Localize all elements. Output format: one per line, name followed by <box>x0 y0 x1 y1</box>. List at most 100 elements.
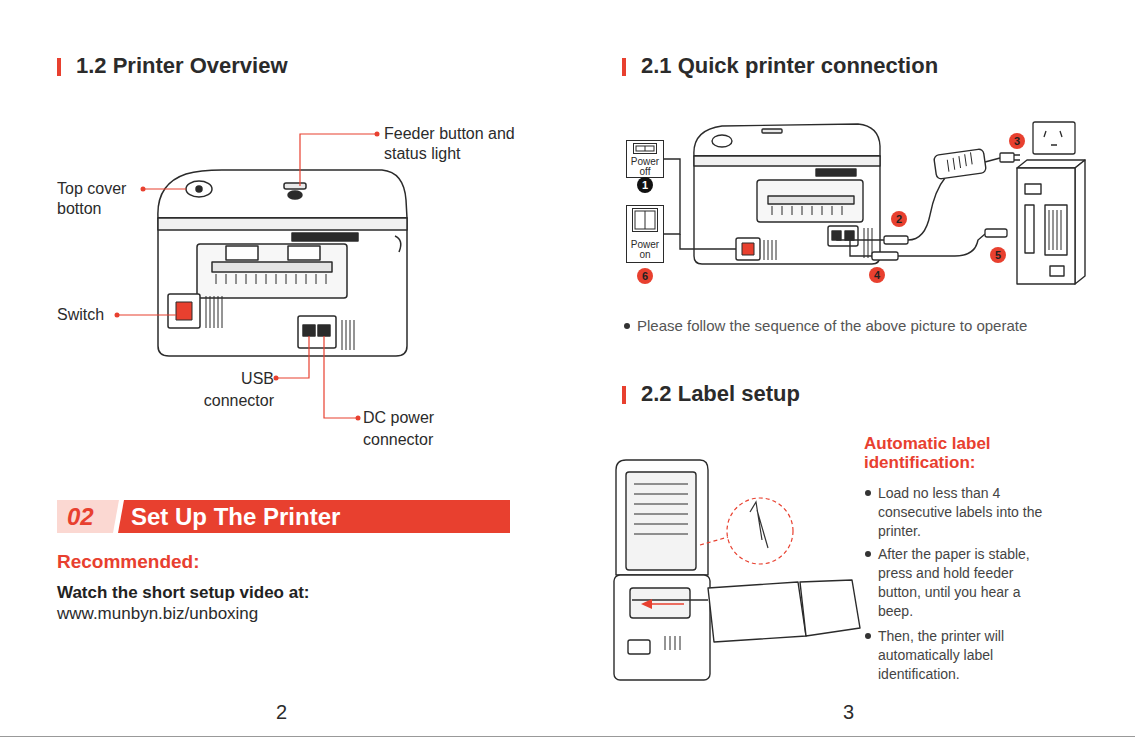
cable <box>680 234 736 249</box>
bullet-text: Load no less than 4 consecutive labels i… <box>878 484 1058 541</box>
computer-tower <box>1045 205 1067 255</box>
computer-tower <box>1017 160 1085 284</box>
detail-callout <box>700 537 728 545</box>
wall-outlet <box>1044 131 1062 145</box>
bullet-dot <box>865 490 871 496</box>
leader-line <box>143 188 186 189</box>
printer-illustration <box>216 274 326 284</box>
printer-illustration <box>342 320 354 350</box>
printer-illustration <box>288 191 302 199</box>
detail-callout <box>700 498 793 564</box>
leader-dot <box>356 416 361 421</box>
printer-illustration <box>626 472 696 570</box>
body-text: Watch the short setup video at: <box>57 582 310 603</box>
computer-tower <box>1025 205 1034 253</box>
printer-illustration <box>736 238 760 260</box>
callout-number: 6 <box>637 268 653 284</box>
printer-illustration <box>694 156 880 166</box>
computer-tower <box>1025 184 1041 194</box>
node-text: Power on <box>627 240 663 260</box>
bullet-text: After the paper is stable, press and hol… <box>878 545 1054 621</box>
printer-illustration <box>768 196 854 204</box>
printer-illustration <box>712 135 732 147</box>
leader-dot <box>115 313 120 318</box>
section-heading: 2.2 Label setup <box>641 380 800 408</box>
heading-bar <box>57 58 626 404</box>
computer-tower <box>1017 168 1075 284</box>
direction-arrow <box>641 599 652 609</box>
printer-illustration <box>292 233 358 241</box>
printer-illustration <box>665 636 680 650</box>
wall-outlet <box>1033 122 1075 154</box>
switch-icon <box>645 146 646 151</box>
callout-label: Switch <box>57 305 104 325</box>
callout-number: 1 <box>637 177 653 193</box>
detail-callout <box>727 498 793 564</box>
callout-label: DC power connector <box>363 407 463 451</box>
callout-label: Feeder button and status light <box>384 124 524 164</box>
callout-number: 4 <box>869 267 885 283</box>
direction-arrow <box>650 603 684 605</box>
printer-illustration <box>298 316 336 348</box>
node-text: 02 <box>67 502 94 531</box>
printer-illustration <box>226 246 258 260</box>
switch-icon <box>633 209 658 232</box>
printer-illustration <box>694 124 880 156</box>
power-switch-box: Power off <box>626 140 664 178</box>
switch-icon <box>632 208 658 232</box>
callout-number: 2 <box>891 211 907 227</box>
printer-illustration <box>816 169 856 176</box>
bullet-dot <box>865 551 871 557</box>
printer-illustration <box>742 243 754 255</box>
section-heading: 1.2 Printer Overview <box>76 52 288 80</box>
page-number: 3 <box>843 700 854 724</box>
leader-line <box>300 134 377 186</box>
printer-illustration <box>176 302 192 320</box>
printer-illustration <box>630 588 690 618</box>
subheading: Automatic label identification: <box>864 434 1039 472</box>
printer-illustration <box>186 181 212 197</box>
leader-dot <box>141 187 146 192</box>
printer-illustration <box>206 296 222 328</box>
cable <box>985 158 1000 162</box>
printer-illustration <box>634 484 688 534</box>
power-switch-box: Power on <box>626 205 664 263</box>
computer-tower <box>1050 266 1064 276</box>
callout-label: USB connector <box>170 368 274 412</box>
cable <box>898 234 985 256</box>
heading-bar <box>57 58 61 76</box>
printer-illustration <box>197 244 347 298</box>
leader-line <box>117 314 176 315</box>
leader-line <box>324 336 358 418</box>
bullet-text: Please follow the sequence of the above … <box>637 316 1057 336</box>
printer-illustration <box>158 170 407 218</box>
heading-bar <box>622 386 626 404</box>
leader-line <box>117 134 377 418</box>
switch-icon <box>645 211 646 229</box>
node-text: 2 <box>891 211 907 227</box>
banner-shape <box>57 500 119 533</box>
section-heading: 2.1 Quick printer connection <box>641 52 938 80</box>
switch-icon <box>633 143 657 154</box>
plug <box>1000 153 1014 162</box>
url-text: www.munbyn.biz/unboxing <box>57 603 258 624</box>
printer-illustration <box>212 262 332 272</box>
printer-illustration <box>158 218 407 230</box>
printer-illustration <box>772 206 842 215</box>
power-adapter <box>934 149 987 180</box>
callout-number: 5 <box>990 247 1006 263</box>
printer-illustration <box>864 228 872 258</box>
switch-icon <box>636 146 654 151</box>
switch-icon <box>635 211 655 229</box>
printer-illustration <box>762 129 782 133</box>
leader-dot <box>375 132 380 137</box>
callout-number: 3 <box>1009 133 1025 149</box>
printer-illustration <box>694 156 880 264</box>
leader-line <box>276 336 309 378</box>
printer-illustration <box>614 460 860 680</box>
leader-dot <box>274 376 279 381</box>
bullet-text: Then, the printer will automatically lab… <box>878 627 1054 684</box>
printer-illustration <box>288 246 320 260</box>
